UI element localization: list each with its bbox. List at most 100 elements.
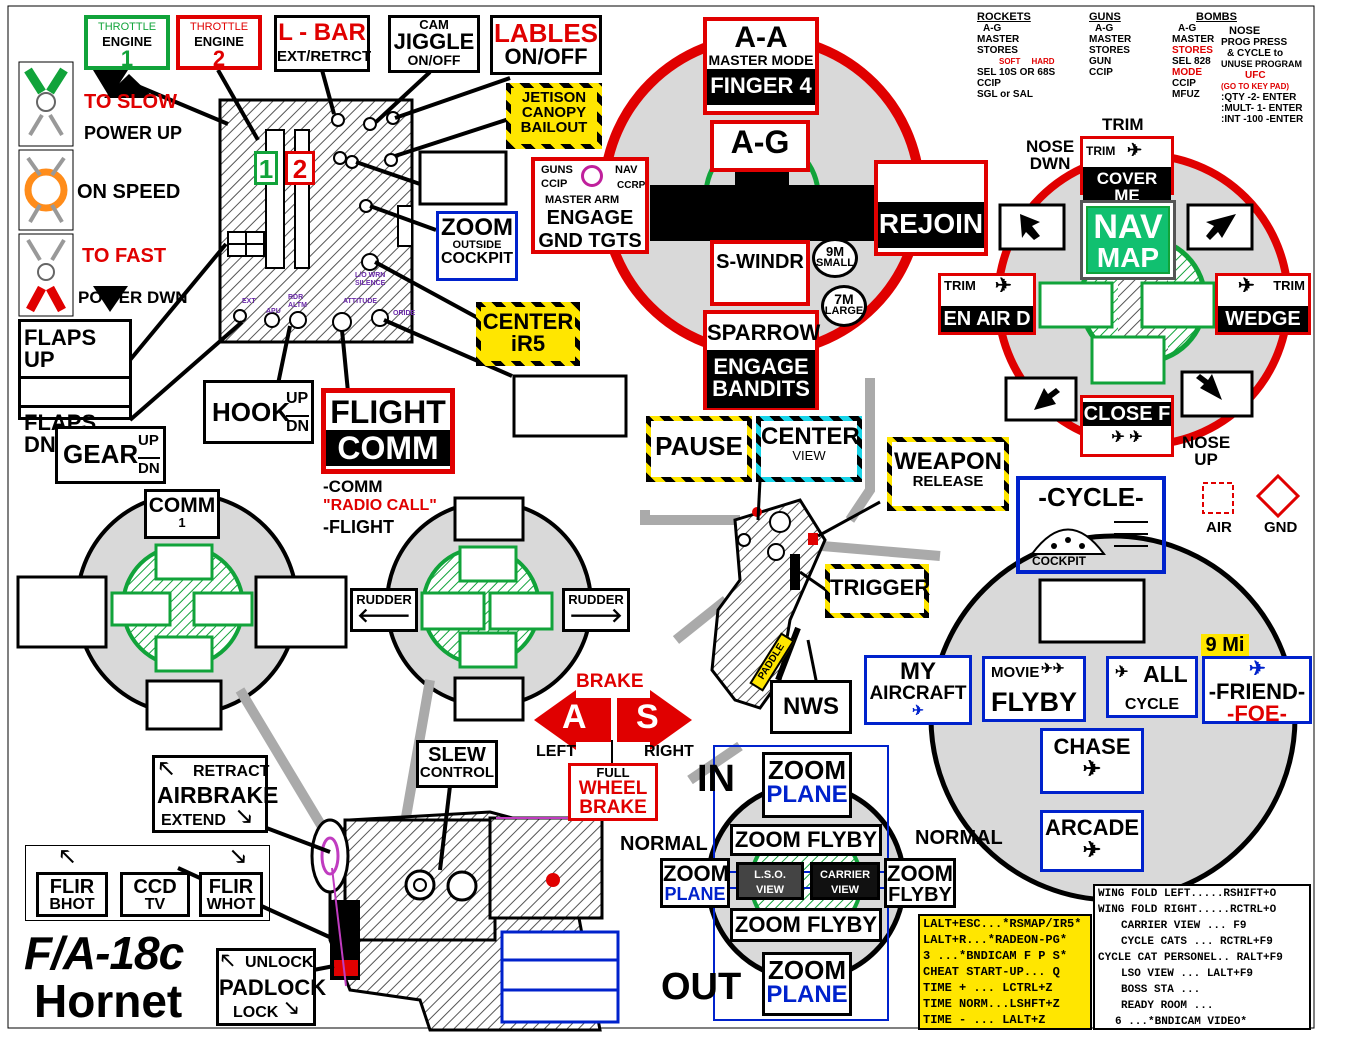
movie-flyby-button[interactable]: MOVIE ✈✈ FLYBY [982, 656, 1086, 722]
zoom-outside-cockpit-button[interactable]: ZOOM OUTSIDE COCKPIT [436, 211, 518, 281]
keys-left-table: LALT+ESC...*RSMAP/IR5* LALT+R...*RADEON-… [918, 914, 1092, 1030]
arrow-up-left-small-icon: 🡔 [60, 844, 75, 869]
ccd-tv-button[interactable]: CCD TV [120, 872, 190, 917]
zoom-flyby-right-button[interactable]: ZOOM FLYBY [884, 858, 956, 908]
plate-label-silence: L/O WRN SILENCE [355, 272, 386, 287]
arrow-up-left-icon: 🡔 [159, 756, 174, 781]
hat-blank-buttons [16, 150, 1216, 1024]
key-row: LALT+R...*RADEON-PG* [923, 933, 1068, 947]
key-row: CARRIER VIEW ... F9 [1121, 920, 1247, 932]
key-row: CHEAT START-UP... Q [923, 965, 1060, 979]
nose-up-label: NOSE UP [1182, 433, 1231, 469]
key-row: LSO VIEW ... LALT+F9 [1121, 968, 1254, 980]
zoom-in-label: IN [697, 758, 735, 800]
engage-gnd-targets-button[interactable]: GUNS CCIP NAV CCRP MASTER ARM ENGAGE GND… [531, 157, 649, 254]
aircraft-title: F/A-18c Hornet [24, 927, 184, 1027]
jets-icon: ✈ [1115, 664, 1129, 681]
flight-comm-button[interactable]: FLIGHT COMM [321, 388, 455, 474]
air-gnd-markers [1202, 473, 1301, 519]
zoom-flyby-in-button[interactable]: ZOOM FLYBY [730, 824, 882, 856]
arrow-down-right-padlock-icon: 🡖 [285, 998, 299, 1020]
trigger-button[interactable]: TRIGGER [825, 564, 930, 618]
on-speed-label: ON SPEED [77, 181, 181, 203]
aircraft-roll-right-icon: ✈ [1238, 275, 1255, 297]
key-row: CYCLE CATS ... RCTRL+F9 [1121, 936, 1273, 948]
zoom-flyby-out-button[interactable]: ZOOM FLYBY [730, 908, 882, 942]
slew-control-button[interactable]: SLEW CONTROL [416, 740, 498, 788]
flight-comm-note-2: "RADIO CALL" [323, 497, 437, 514]
friend-jet-icon: ✈ [1249, 658, 1266, 680]
weapon-release-button[interactable]: WEAPON RELEASE [887, 437, 1009, 511]
to-fast-label: TO FAST [82, 245, 167, 267]
a-a-master-mode-button[interactable]: A-A MASTER MODE FINGER 4 [703, 17, 819, 115]
en-air-d-button[interactable]: TRIM ✈ EN AIR D [938, 273, 1036, 335]
zoom-out-label: OUT [661, 966, 742, 1008]
l-bar-button[interactable]: L - BAR EXT/RETRCT [274, 15, 371, 72]
nav-map-button[interactable]: NAV MAP [1080, 200, 1176, 280]
zoom-plane-in-button[interactable]: ZOOM PLANE [762, 752, 852, 818]
a-g-master-mode-button[interactable]: A-G [710, 120, 810, 172]
zoom-plane-out-button[interactable]: ZOOM PLANE [762, 952, 852, 1016]
hook-button[interactable]: HOOK UP DN [203, 380, 314, 444]
nose-program-notes: NOSE PROG PRESS & CYCLE to UNUSE PROGRAM… [1221, 25, 1304, 126]
center-ir5-button[interactable]: CENTER iR5 [476, 302, 580, 366]
engine-1-label: THROTTLE ENGINE 1 [84, 15, 170, 70]
jettison-canopy-button[interactable]: JETISON CANOPY BAILOUT [506, 83, 602, 149]
my-aircraft-button[interactable]: MY AIRCRAFT ✈ [864, 655, 972, 725]
flight-comm-note-3: -FLIGHT [323, 517, 394, 537]
sparrow-engage-bandits-button[interactable]: SPARROW ENGAGE BANDITS [703, 310, 820, 410]
flir-bhot-button[interactable]: FLIR BHOT [36, 872, 108, 917]
arrow-right-icon: 🡒 [569, 605, 623, 627]
rejoin-button[interactable]: REJOIN [874, 160, 988, 256]
page-frame [7, 5, 1315, 1029]
cover-me-button[interactable]: TRIM ✈ COVER ME [1080, 136, 1174, 207]
leader-lines [127, 69, 513, 422]
center-view-button[interactable]: CENTER VIEW [756, 416, 862, 482]
engine-2-label: THROTTLE ENGINE 2 [176, 15, 262, 70]
airbrake-button[interactable]: 🡔 RETRACT AIRBRAKE EXTEND 🡖 [152, 755, 278, 833]
pause-button[interactable]: PAUSE [646, 416, 752, 482]
key-row: TIME NORM...LSHFT+Z [923, 997, 1060, 1011]
key-row: CYCLE CAT PERSONEL.. RALT+F9 [1098, 952, 1283, 964]
rockets-column: ROCKETS A-G MASTER STORES SOFT HARD SEL … [977, 11, 1056, 101]
seven-m-large-label: 7M LARGE [821, 285, 867, 327]
trim-title: TRIM [1102, 115, 1144, 134]
power-up-label: POWER UP [84, 123, 183, 143]
aircraft-roll-left-icon: ✈ [995, 275, 1012, 297]
keys-right-table: WING FOLD LEFT.....RSHIFT+O WING FOLD RI… [1093, 884, 1311, 1030]
all-cycle-button[interactable]: ✈ ALL CYCLE [1106, 656, 1198, 718]
rudder-left-button[interactable]: RUDDER 🡐 [350, 588, 418, 632]
chase-view-button[interactable]: CHASE ✈ [1040, 728, 1144, 794]
plate-label-ext: EXT [242, 298, 256, 305]
lso-view-button[interactable]: L.S.O. VIEW [736, 862, 804, 900]
close-formation-button[interactable]: CLOSE F ✈ ✈ [1080, 395, 1174, 457]
nine-m-small-label: 9M SMALL [812, 238, 858, 278]
nws-button[interactable]: NWS [770, 680, 852, 734]
friend-foe-button[interactable]: ✈ -FRIEND- -FOE- [1202, 656, 1312, 725]
key-row: LALT+ESC...*RSMAP/IR5* [923, 917, 1082, 931]
flaps-button[interactable]: FLAPS UP FLAPS DN [18, 319, 132, 456]
labels-toggle-button[interactable]: LABLES ON/OFF [490, 15, 602, 75]
flir-whot-button[interactable]: FLIR WHOT [199, 872, 263, 917]
comm-1-button[interactable]: COMM 1 [144, 489, 220, 539]
padlock-button[interactable]: 🡔 UNLOCK PADLOCK LOCK 🡖 [216, 948, 326, 1026]
brake-a-label: A [562, 698, 587, 736]
cam-jiggle-button[interactable]: CAM JIGGLE ON/OFF [388, 15, 480, 73]
zoom-plane-left-button[interactable]: ZOOM PLANE [660, 858, 730, 908]
normal-left-label: NORMAL [620, 833, 708, 855]
formation-icon: ✈ ✈ [1111, 429, 1143, 446]
arcade-view-button[interactable]: ARCADE ✈ [1040, 810, 1144, 872]
bombs-column: BOMBS A-G MASTER STORES SEL 828 MODE CCI… [1172, 11, 1237, 101]
jet-icon: ✈ [912, 702, 924, 718]
gear-button[interactable]: GEAR UP DN [55, 426, 166, 484]
rudder-right-button[interactable]: RUDDER 🡒 [562, 588, 630, 632]
formation-jets-icon: ✈✈ [1041, 660, 1065, 676]
flaps-mid [21, 376, 129, 408]
gnd-label: GND [1264, 519, 1298, 536]
guns-column: GUNS A-G MASTER STORES GUN CCIP [1089, 11, 1132, 79]
carrier-view-button[interactable]: CARRIER VIEW [810, 862, 880, 900]
full-wheel-brake-button[interactable]: FULL WHEEL BRAKE [568, 763, 658, 821]
sidewinder-button[interactable]: S-WINDR [710, 240, 810, 306]
wedge-button[interactable]: ✈ TRIM WEDGE [1215, 273, 1311, 335]
cycle-cockpit-button[interactable]: -CYCLE- COCKPIT [1016, 476, 1166, 574]
